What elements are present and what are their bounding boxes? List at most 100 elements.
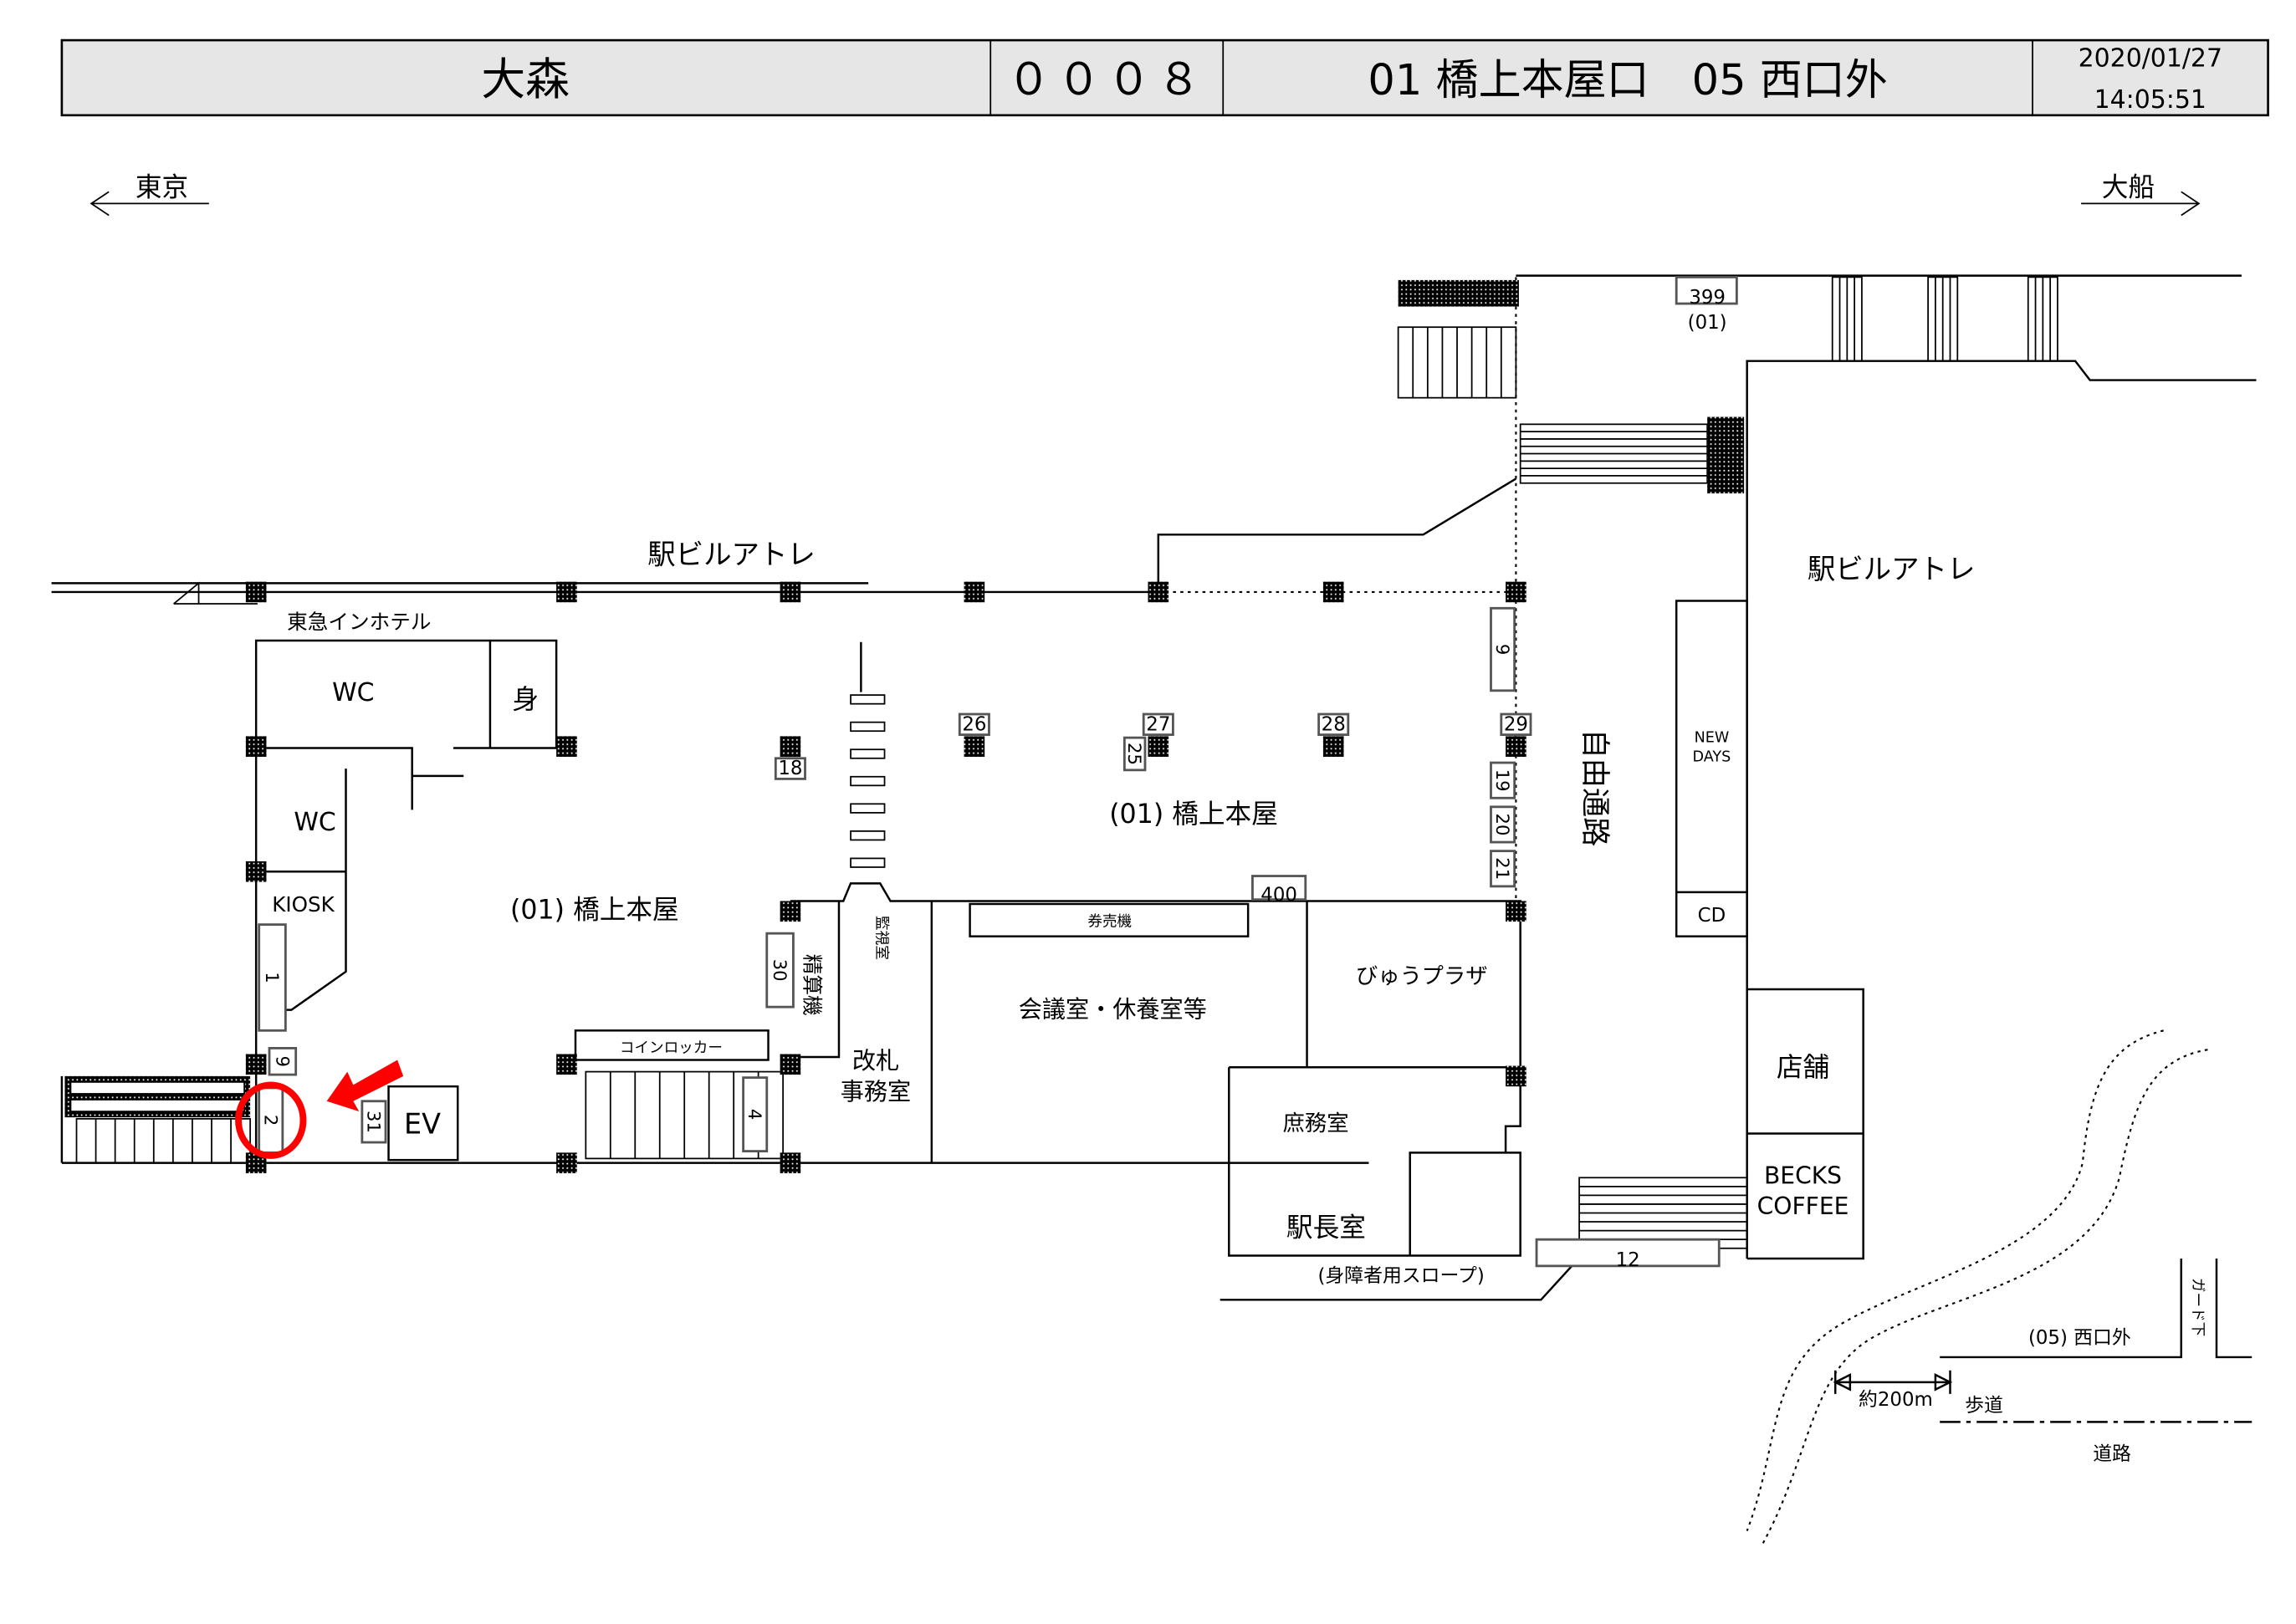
label-coin-locker: コインロッカー (620, 1040, 723, 1057)
stairs-platform (1831, 276, 1863, 362)
location-number: 25 (1124, 743, 1145, 765)
ticket-gates (850, 694, 886, 868)
location-number: 1 (262, 972, 283, 983)
location-number: 2 (260, 1115, 281, 1126)
target-highlight (235, 1060, 404, 1159)
pointer-arrow-icon (326, 1060, 404, 1112)
ticket-gate (850, 775, 886, 787)
location-number: 19 (1492, 769, 1513, 792)
label-gate-office: 事務室 (841, 1078, 911, 1106)
label-upper-exit: (01) (1688, 312, 1727, 334)
print-date: 2020/01/27 (2079, 44, 2222, 74)
pillar (1148, 581, 1169, 603)
ticket-gate (850, 857, 886, 868)
exit-names: 01 橋上本屋口 05 西口外 (1368, 56, 1887, 105)
label-wc: WC (332, 678, 374, 707)
location-number: 18 (778, 758, 802, 779)
label-new-days: NEW (1695, 729, 1730, 746)
ticket-gate (850, 830, 886, 841)
pillar (780, 1054, 801, 1075)
distance-arrow-icon (1833, 1370, 1953, 1394)
location-box-21: 21 (1490, 850, 1516, 888)
label-atre-right: 駅ビルアトレ (1808, 553, 1976, 585)
location-box-30: 30 (765, 932, 795, 1009)
label-tokyu-inn: 東急インホテル (287, 610, 431, 634)
direction-label: 東京 (136, 173, 188, 203)
location-box-27: 27 (1142, 712, 1174, 737)
direction-tokyo: 東京 (89, 173, 209, 217)
ticket-gate (850, 748, 886, 759)
station-code: ０００８ (1007, 54, 1207, 105)
pillar (1506, 901, 1526, 922)
arrow-right-icon (2081, 191, 2201, 217)
direction-ofuna: 大船 (2081, 173, 2201, 217)
label-general-affairs: 庶務室 (1283, 1111, 1349, 1136)
location-box-399: 399 (1689, 287, 1726, 309)
label-distance: 約200m (1859, 1389, 1933, 1411)
location-box-4: 4 (742, 1076, 769, 1152)
location-box-20: 20 (1490, 805, 1516, 844)
label-ticket-machines: 券売機 (1087, 913, 1132, 930)
stairs-upper-left (1397, 326, 1517, 399)
location-number: 20 (1492, 814, 1513, 836)
pillars (245, 581, 1526, 1173)
label-guard: ガード下 (2189, 1278, 2206, 1336)
ticket-gate (850, 721, 886, 733)
label-fare-adjust: 精算機 (800, 954, 825, 1016)
location-box-9: 9 (1490, 606, 1516, 692)
location-number: 28 (1322, 713, 1346, 735)
label-gate-office: 改札 (852, 1047, 899, 1075)
label-view-plaza: びゅうプラザ (1356, 964, 1488, 989)
label-sidewalk: 歩道 (1965, 1395, 2003, 1417)
ticket-gate (850, 694, 886, 705)
pillar (245, 1054, 267, 1075)
location-number: 399 (1689, 287, 1726, 309)
pillar (780, 1152, 801, 1173)
location-box-28: 28 (1317, 712, 1350, 737)
pillar (556, 736, 577, 758)
stairs-upper-right (1519, 423, 1709, 484)
location-number: 12 (1616, 1249, 1640, 1271)
pillar (1506, 581, 1526, 603)
target-circle (235, 1081, 307, 1159)
location-number: 31 (363, 1111, 384, 1133)
location-box-29: 29 (1500, 712, 1532, 737)
location-number: 9 (272, 1056, 293, 1067)
location-number: 9 (1492, 644, 1513, 655)
station-name: 大森 (481, 54, 570, 105)
pillar (1322, 581, 1344, 603)
label-west-exit: (05) 西口外 (2028, 1327, 2131, 1349)
stairs-platform (1927, 276, 1959, 362)
ticket-gate (850, 803, 886, 814)
location-number: 4 (744, 1109, 765, 1120)
location-number: 27 (1146, 713, 1170, 735)
pillar (1506, 736, 1526, 758)
location-box-19: 19 (1490, 761, 1516, 799)
label-becks-coffee: COFFEE (1757, 1192, 1849, 1220)
room-boxes (387, 275, 1748, 1268)
label-ev: EV (404, 1107, 441, 1140)
location-box-12: 12 (1616, 1249, 1640, 1271)
label-slope: (身障者用スロープ) (1317, 1265, 1484, 1287)
location-number: 30 (770, 959, 790, 982)
label-free-passage: 自由通路 (1578, 729, 1612, 847)
exterior (1746, 1029, 2253, 1546)
location-box-400: 400 (1260, 884, 1297, 906)
label-shop: 店舗 (1777, 1053, 1829, 1083)
location-number: 26 (962, 713, 986, 735)
location-box-25: 25 (1122, 736, 1147, 772)
location-number: 400 (1260, 884, 1297, 906)
walls (51, 274, 2257, 1301)
pillar (245, 861, 267, 882)
label-main-hall: (01) 橋上本屋 (1109, 799, 1278, 830)
stairs (64, 276, 2058, 1249)
pillar (780, 736, 801, 758)
pillar (556, 1152, 577, 1173)
location-number: 21 (1492, 857, 1513, 880)
label-new-days: DAYS (1693, 748, 1731, 765)
label-becks-coffee: BECKS (1764, 1162, 1842, 1189)
label-meeting-room: 会議室・休養室等 (1019, 995, 1207, 1023)
pillar (556, 581, 577, 603)
